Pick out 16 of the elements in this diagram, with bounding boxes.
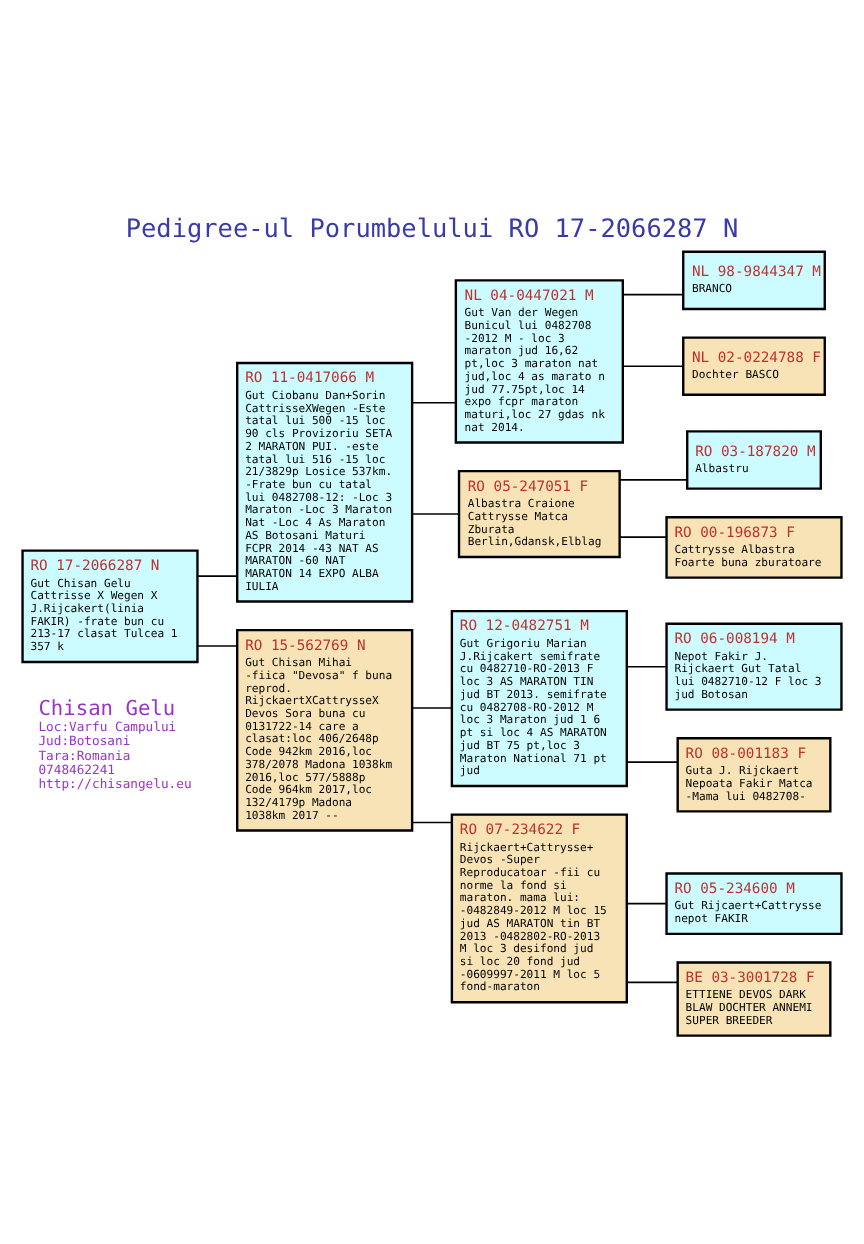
connector	[626, 901, 667, 904]
connector	[411, 820, 452, 823]
connector	[622, 364, 684, 366]
connector	[411, 512, 460, 514]
connector	[411, 400, 457, 403]
connector	[626, 980, 679, 983]
connector	[619, 478, 688, 480]
connector	[626, 664, 667, 667]
connector	[411, 706, 452, 708]
diagram-title: Pedigree-ul Porumbelului RO 17-2066287 N	[125, 212, 739, 243]
connector	[197, 644, 238, 646]
connector	[619, 535, 668, 537]
connector	[197, 574, 238, 576]
label: Chisan Gelu	[38, 696, 176, 721]
connector	[626, 760, 679, 762]
connector	[622, 292, 684, 295]
